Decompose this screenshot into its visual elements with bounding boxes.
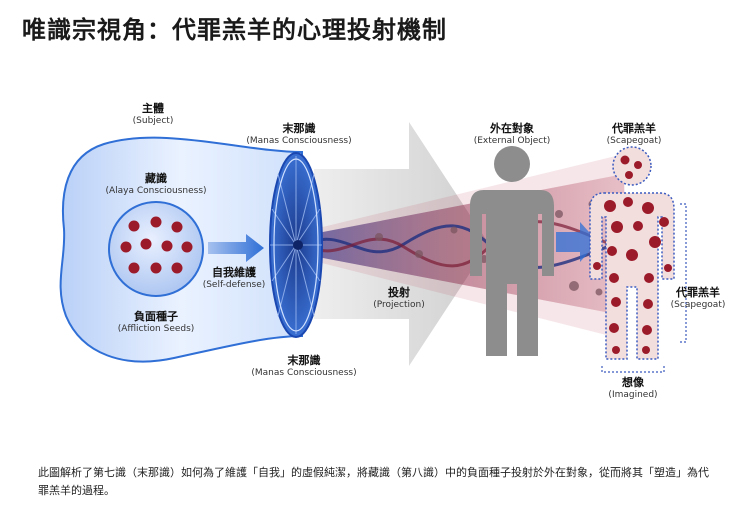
to-scapegoat-arrow <box>556 222 598 262</box>
label-projection: 投射(Projection) <box>373 286 425 310</box>
label-affliction-seeds: 負面種子(Affliction Seeds) <box>117 310 195 334</box>
label-subject: 主體(Subject) <box>132 102 174 126</box>
page-title: 唯識宗視角：代罪羔羊的心理投射機制 <box>22 16 447 44</box>
scapegoat-side-bracket <box>680 203 687 343</box>
projection-diagram: 主體(Subject) 藏識(Alaya Consciousness) 負面種子… <box>14 54 726 456</box>
diagram-canvas <box>59 122 687 373</box>
imagined-bracket <box>601 366 665 373</box>
label-imagined: 想像(Imagined) <box>608 376 658 400</box>
external-object-figure <box>470 146 554 356</box>
label-manas-top: 末那識(Manas Consciousness) <box>246 122 352 146</box>
label-self-defense: 自我維護(Self-defense) <box>202 266 266 290</box>
label-alaya: 藏識(Alaya Consciousness) <box>105 172 207 196</box>
label-scapegoat-side: 代罪羔羊(Scapegoat) <box>670 286 726 310</box>
label-scapegoat-top: 代罪羔羊(Scapegoat) <box>606 122 662 146</box>
label-external-object: 外在對象(External Object) <box>473 122 551 146</box>
self-defense-arrow <box>208 234 264 262</box>
affliction-seeds <box>120 216 193 274</box>
manas-lens-rim <box>273 158 319 332</box>
label-manas-bottom: 末那識(Manas Consciousness) <box>251 354 357 378</box>
figure-caption: 此圖解析了第七識（末那識）如何為了維護「自我」的虛假純潔，將藏識（第八識）中的負… <box>38 466 709 497</box>
scapegoat-figure <box>589 146 675 360</box>
manas-lens-focus <box>293 240 303 250</box>
